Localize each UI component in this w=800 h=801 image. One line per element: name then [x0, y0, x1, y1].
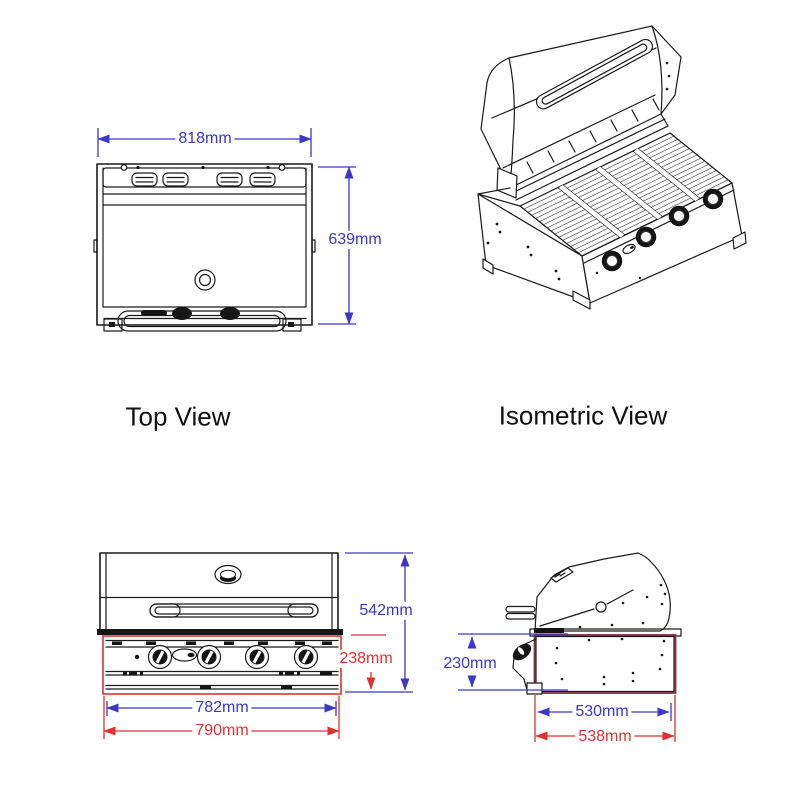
isometric-view-drawing — [477, 25, 747, 310]
iso-open-hood — [480, 25, 682, 189]
dimension-label-538: 538mm — [575, 727, 635, 747]
front-thermometer — [214, 564, 242, 585]
front-tray-marks — [123, 671, 332, 690]
top-view-label: Top View — [125, 401, 231, 432]
front-panel-dashes — [112, 641, 332, 645]
front-lid-handle — [149, 603, 319, 618]
iso-grill-grates — [519, 132, 733, 257]
front-ignition-button — [171, 648, 198, 662]
side-lid-profile — [534, 552, 671, 632]
iso-hood-handle — [535, 38, 654, 110]
side-view-drawing — [505, 552, 682, 695]
front-handle-top — [117, 310, 287, 332]
isometric-view-label: Isometric View — [498, 400, 668, 431]
dimension-label-782: 782mm — [192, 698, 252, 718]
top-view-dimensions — [97, 128, 356, 325]
side-view-dimensions — [458, 633, 676, 742]
dimension-label-530: 530mm — [572, 702, 632, 722]
top-view-drawing — [93, 163, 316, 332]
dimension-label-639: 639mm — [325, 230, 385, 250]
front-lid — [99, 552, 339, 631]
front-burner-knobs — [147, 644, 319, 670]
side-cutout-outline — [533, 634, 677, 694]
dimension-label-790: 790mm — [192, 721, 252, 741]
iso-burner-knobs — [601, 188, 724, 272]
dimension-label-238: 238mm — [336, 649, 396, 669]
side-handle — [505, 605, 536, 613]
dimension-label-230: 230mm — [440, 654, 500, 674]
top-view-vents — [131, 172, 276, 187]
dimension-label-818: 818mm — [175, 129, 235, 149]
front-flange — [97, 629, 343, 635]
side-lid-screws — [578, 583, 667, 629]
dimension-label-542: 542mm — [356, 601, 416, 621]
side-box-screws — [554, 637, 666, 686]
front-view-drawing — [97, 552, 343, 695]
lid-thermometer-top — [194, 269, 216, 291]
iso-screws — [486, 222, 642, 281]
